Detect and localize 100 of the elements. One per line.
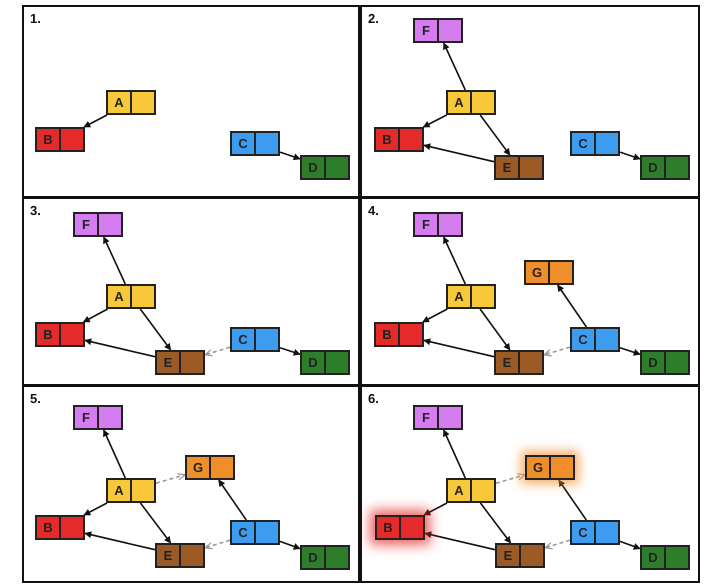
node-letter: E [496, 157, 520, 178]
arrow [84, 338, 156, 358]
node-letter: G [526, 262, 550, 283]
node-letter: D [302, 157, 326, 178]
node-letter: D [642, 352, 666, 373]
node-letter: B [37, 129, 61, 150]
arrow [280, 540, 301, 550]
panel [360, 5, 700, 198]
node-box [300, 545, 350, 570]
dashed-arrow [543, 346, 570, 356]
node-box [494, 155, 544, 180]
panel [360, 197, 700, 386]
node-box [413, 18, 463, 43]
node-letter: C [572, 133, 596, 154]
dashed-arrow [544, 539, 570, 550]
node-letter: E [157, 545, 181, 566]
node-letter: D [302, 352, 326, 373]
node-box [570, 131, 620, 156]
node-box [230, 327, 280, 352]
node-box [230, 520, 280, 545]
node-letter: C [232, 133, 256, 154]
node-letter: B [37, 517, 61, 538]
node-box [106, 90, 156, 115]
step-number: 6. [368, 391, 379, 406]
node-box [35, 322, 85, 347]
panel [360, 385, 700, 583]
node-letter: G [527, 457, 551, 478]
node-letter: B [37, 324, 61, 345]
node-box [374, 127, 424, 152]
arrow [620, 346, 641, 356]
arrow [102, 236, 126, 284]
node-box [570, 327, 620, 352]
arrow [480, 114, 510, 156]
node-box [374, 322, 424, 347]
node-letter: A [108, 480, 132, 501]
arrow [556, 284, 588, 328]
node-letter: C [572, 522, 596, 543]
arrow [620, 151, 641, 160]
arrow [424, 531, 496, 550]
node-box [640, 350, 690, 375]
node-letter: D [642, 157, 666, 178]
arrow [140, 308, 172, 351]
node-letter: E [497, 545, 521, 566]
arrow [423, 338, 494, 358]
dashed-arrow [204, 539, 230, 550]
node-box [640, 545, 690, 570]
node-box [185, 455, 235, 480]
node-box [495, 543, 545, 568]
node-box [155, 543, 205, 568]
node-box [375, 515, 425, 540]
node-letter: E [496, 352, 520, 373]
arrow [280, 151, 301, 160]
panel [22, 385, 360, 583]
arrow [82, 308, 108, 323]
arrow [423, 502, 448, 516]
node-letter: A [108, 92, 132, 113]
node-letter: D [642, 547, 666, 568]
node-box [446, 90, 496, 115]
node-box [446, 284, 496, 309]
node-box [73, 212, 123, 237]
arrow [479, 308, 511, 351]
arrow [280, 346, 301, 356]
panel [22, 197, 360, 386]
arrow [102, 429, 126, 478]
node-letter: A [108, 286, 132, 307]
node-box [524, 260, 574, 285]
node-box [446, 478, 496, 503]
node-letter: E [157, 352, 181, 373]
node-box [35, 127, 85, 152]
node-box [106, 284, 156, 309]
node-letter: F [75, 214, 99, 235]
node-letter: A [448, 92, 472, 113]
node-box [413, 405, 463, 430]
node-box [413, 212, 463, 237]
arrow [558, 479, 587, 520]
arrow [140, 502, 172, 544]
node-letter: F [415, 214, 439, 235]
node-letter: C [232, 522, 256, 543]
arrow [423, 143, 494, 162]
dashed-arrow [204, 346, 230, 356]
arrow [83, 502, 108, 516]
step-number: 3. [30, 203, 41, 218]
node-letter: C [232, 329, 256, 350]
arrow [218, 479, 247, 520]
arrow [442, 236, 466, 284]
node-letter: C [572, 329, 596, 350]
step-number: 2. [368, 11, 379, 26]
node-box [640, 155, 690, 180]
arrow [442, 429, 466, 478]
node-box [570, 520, 620, 545]
arrow [422, 114, 448, 128]
node-letter: B [376, 324, 400, 345]
node-letter: F [75, 407, 99, 428]
node-letter: F [415, 407, 439, 428]
node-letter: D [302, 547, 326, 568]
node-box [230, 131, 280, 156]
arrow [480, 502, 512, 544]
node-box [525, 455, 575, 480]
node-letter: A [448, 480, 472, 501]
node-letter: A [448, 286, 472, 307]
